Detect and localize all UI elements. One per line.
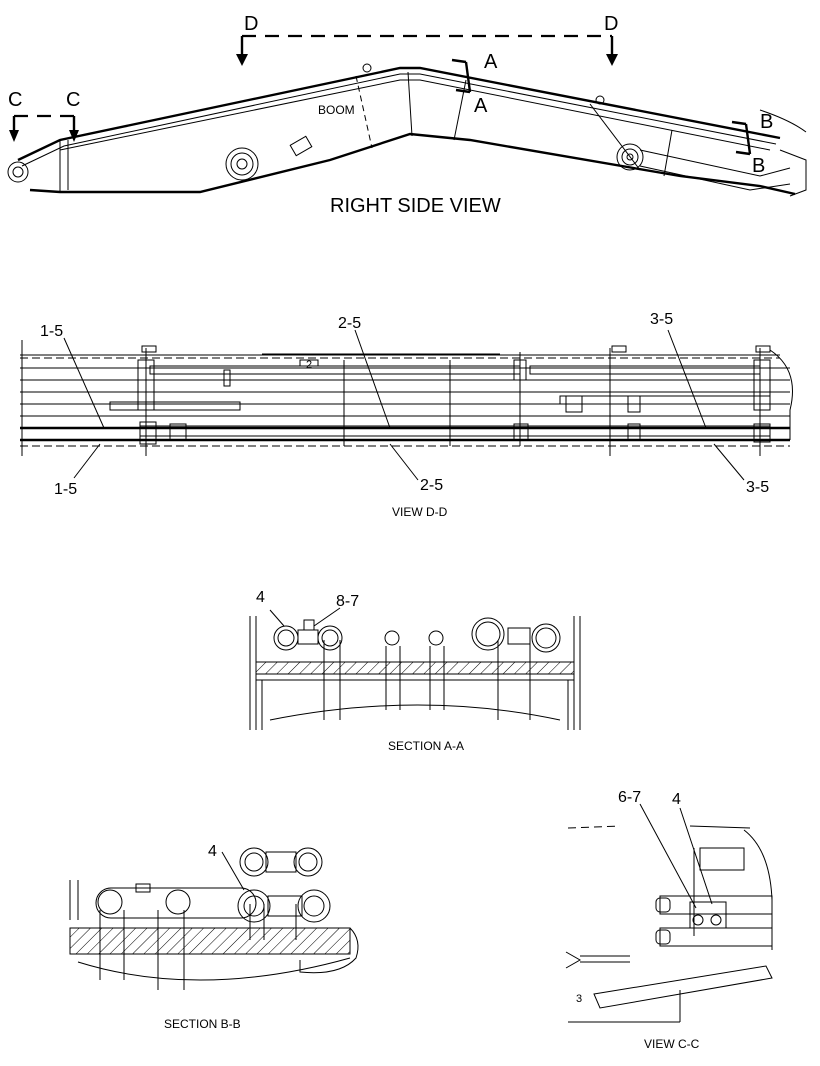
- callout-1-5-top: 1-5: [40, 323, 63, 340]
- view-dd: 1-5 2-5 3-5 1-5 2-5 3-5 2 VIEW D-D: [20, 311, 793, 519]
- callout-4-aa: 4: [256, 589, 265, 606]
- marker-d-left: D: [244, 13, 258, 35]
- view-cc-drawing: [565, 803, 773, 1023]
- section-aa: 4 8-7 SECTION A-A: [249, 589, 581, 753]
- right-side-view: D D: [7, 13, 807, 217]
- section-aa-title: SECTION A-A: [388, 739, 464, 753]
- callout-2-5-bottom: 2-5: [420, 477, 443, 494]
- callout-8-7-aa: 8-7: [336, 593, 359, 610]
- callout-3-5-bottom: 3-5: [746, 479, 769, 496]
- marker-c-left: C: [8, 89, 22, 111]
- section-line-d: D D: [236, 13, 618, 66]
- marker-b-bottom: B: [752, 155, 765, 177]
- marker-a-bottom: A: [474, 95, 488, 117]
- view-dd-title: VIEW D-D: [392, 505, 448, 519]
- marker-c-right: C: [66, 89, 80, 111]
- boom-outline: BOOM: [7, 63, 807, 197]
- center-mark: 2: [306, 359, 312, 371]
- section-aa-drawing: [249, 607, 581, 730]
- callout-4-cc: 4: [672, 791, 681, 808]
- boom-label: BOOM: [318, 103, 355, 117]
- section-marker-a: A A: [451, 51, 498, 117]
- view-cc: 6-7 4 3 VIEW C-C: [565, 789, 773, 1051]
- callout-3-5-top: 3-5: [650, 311, 673, 328]
- small-mark-3: 3: [576, 993, 582, 1005]
- section-bb: 4 SECTION B-B: [69, 843, 359, 1031]
- view-dd-lines: [20, 329, 793, 481]
- right-side-view-title: RIGHT SIDE VIEW: [330, 195, 501, 217]
- callout-4-bb: 4: [208, 843, 217, 860]
- section-bb-drawing: [69, 847, 359, 990]
- section-marker-b: B B: [731, 111, 773, 177]
- callout-1-5-bottom: 1-5: [54, 481, 77, 498]
- callout-6-7-cc: 6-7: [618, 789, 641, 806]
- section-marker-c: C C: [8, 89, 80, 142]
- view-cc-title: VIEW C-C: [644, 1037, 700, 1051]
- section-bb-title: SECTION B-B: [164, 1017, 241, 1031]
- marker-d-right: D: [604, 13, 618, 35]
- marker-b-top: B: [760, 111, 773, 133]
- callout-2-5-top: 2-5: [338, 315, 361, 332]
- marker-a-top: A: [484, 51, 498, 73]
